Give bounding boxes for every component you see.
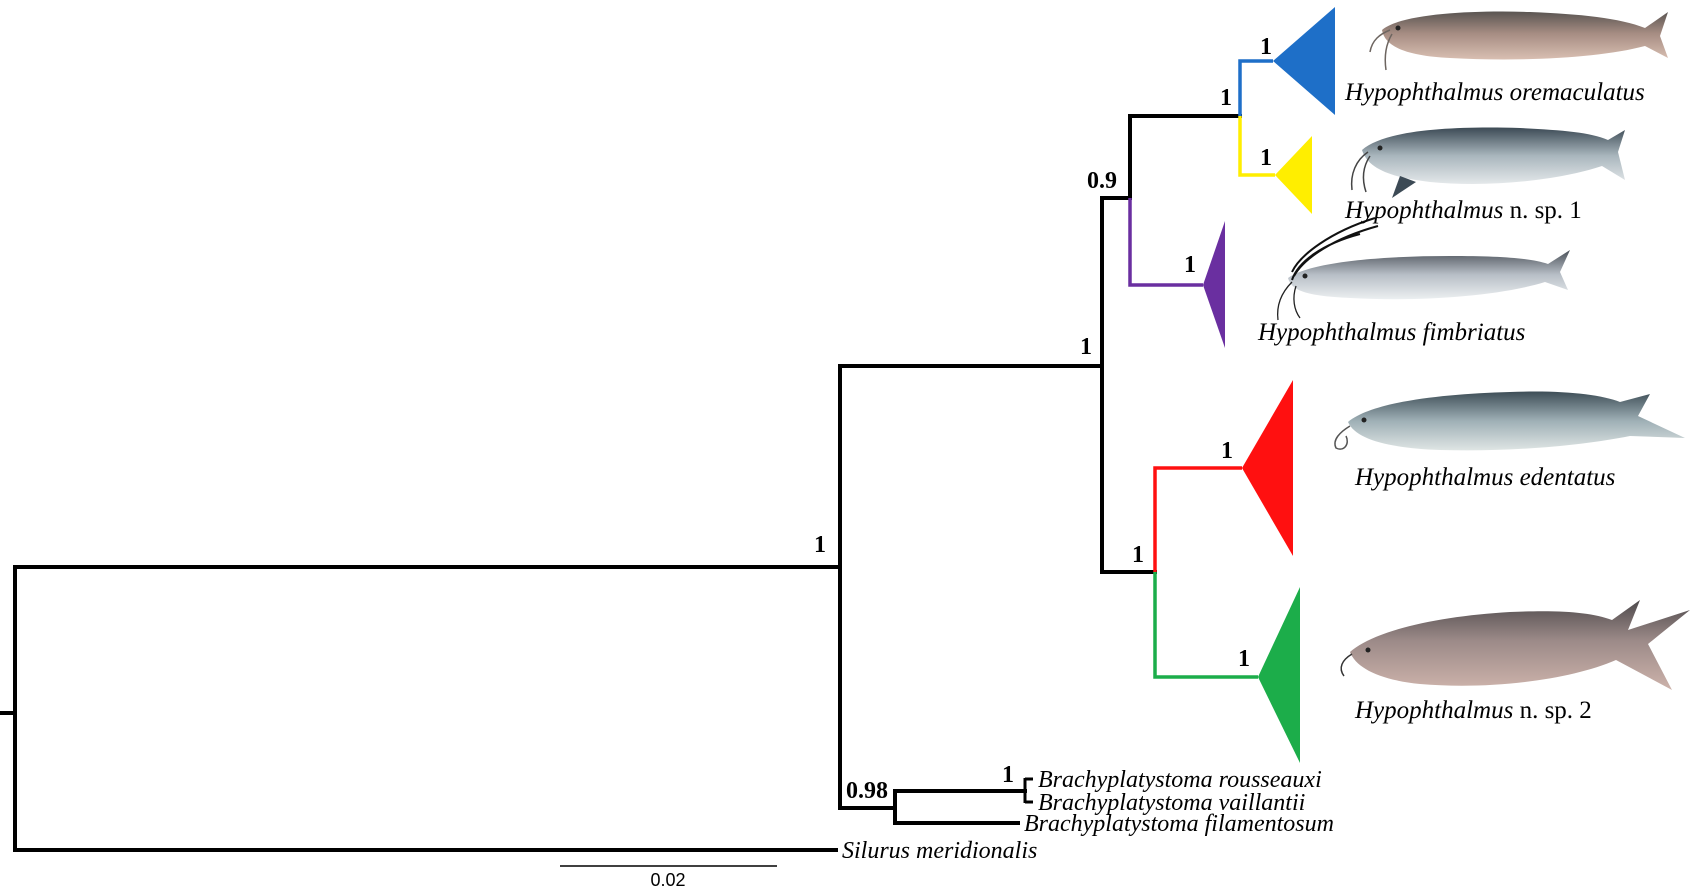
- epithet: n. sp. 2: [1520, 697, 1592, 724]
- label-nsp1: Hypophthalmus n. sp. 1: [1344, 197, 1582, 224]
- support-hypophthalmus: 1: [1080, 334, 1092, 360]
- scale-bar: 0.02: [560, 865, 777, 886]
- fish-nsp1: [1350, 127, 1625, 198]
- support-nsp2: 1: [1238, 646, 1250, 672]
- support-brachyplatystoma: 0.98: [846, 778, 888, 804]
- label-meridionalis: Silurus meridionalis: [842, 838, 1037, 864]
- fish-oremaculatus: [1369, 11, 1668, 71]
- collapsed-clades: [1203, 7, 1335, 763]
- support-edentatus: 1: [1221, 438, 1233, 464]
- fish-illustrations: [1276, 11, 1690, 690]
- epithet: n. sp. 1: [1510, 197, 1582, 224]
- colored-branches: [1128, 59, 1275, 679]
- branch-oremaculatus: [1238, 59, 1273, 116]
- tree-branches: [0, 114, 1242, 852]
- clade-triangle-fimbriatus: [1203, 221, 1225, 348]
- epithet: oremaculatus: [1510, 79, 1645, 106]
- support-oremaculatus-nsp1: 1: [1220, 85, 1232, 111]
- fish-nsp2: [1340, 600, 1690, 690]
- label-nsp2: Hypophthalmus n. sp. 2: [1354, 697, 1592, 724]
- clade-triangle-nsp1: [1275, 136, 1312, 214]
- label-fimbriatus: Hypophthalmus fimbriatus: [1257, 319, 1525, 346]
- support-nsp1: 1: [1260, 145, 1272, 171]
- support-clade-a: 0.9: [1087, 168, 1117, 194]
- genus: Hypophthalmus: [1354, 697, 1513, 724]
- genus: Hypophthalmus: [1257, 319, 1416, 346]
- clade-triangle-nsp2: [1258, 587, 1300, 763]
- epithet: edentatus: [1520, 464, 1616, 491]
- label-edentatus: Hypophthalmus edentatus: [1354, 464, 1615, 491]
- support-values: 1 1 0.9 1 1 1 1 1 1 1 0.98 1: [814, 34, 1272, 804]
- branch-edentatus: [1153, 466, 1242, 572]
- clade-triangle-oremaculatus: [1273, 7, 1335, 115]
- label-filamentosum: Brachyplatystoma filamentosum: [1024, 811, 1334, 837]
- support-fimbriatus: 1: [1184, 252, 1196, 278]
- support-clade-b: 1: [1132, 542, 1144, 568]
- support-root-ingroup: 1: [814, 532, 826, 558]
- genus: Hypophthalmus: [1354, 464, 1513, 491]
- epithet: fimbriatus: [1423, 319, 1526, 346]
- branch-fimbriatus: [1128, 198, 1203, 287]
- label-rousseauxi: Brachyplatystoma rousseauxi: [1038, 767, 1322, 793]
- branch-nsp2: [1153, 572, 1258, 679]
- genus: Hypophthalmus: [1344, 79, 1503, 106]
- scale-bar-label: 0.02: [650, 870, 685, 886]
- branch-nsp1: [1238, 116, 1275, 177]
- support-oremaculatus: 1: [1260, 34, 1272, 60]
- taxon-labels: Hypophthalmus oremaculatus Hypophthalmus…: [842, 79, 1645, 864]
- support-rv: 1: [1002, 762, 1014, 788]
- label-vaillantii: Brachyplatystoma vaillantii: [1038, 790, 1305, 816]
- fish-fimbriatus: [1276, 217, 1570, 321]
- clade-triangle-edentatus: [1242, 380, 1293, 556]
- genus: Hypophthalmus: [1344, 197, 1503, 224]
- fish-edentatus: [1334, 391, 1685, 451]
- label-oremaculatus: Hypophthalmus oremaculatus: [1344, 79, 1645, 106]
